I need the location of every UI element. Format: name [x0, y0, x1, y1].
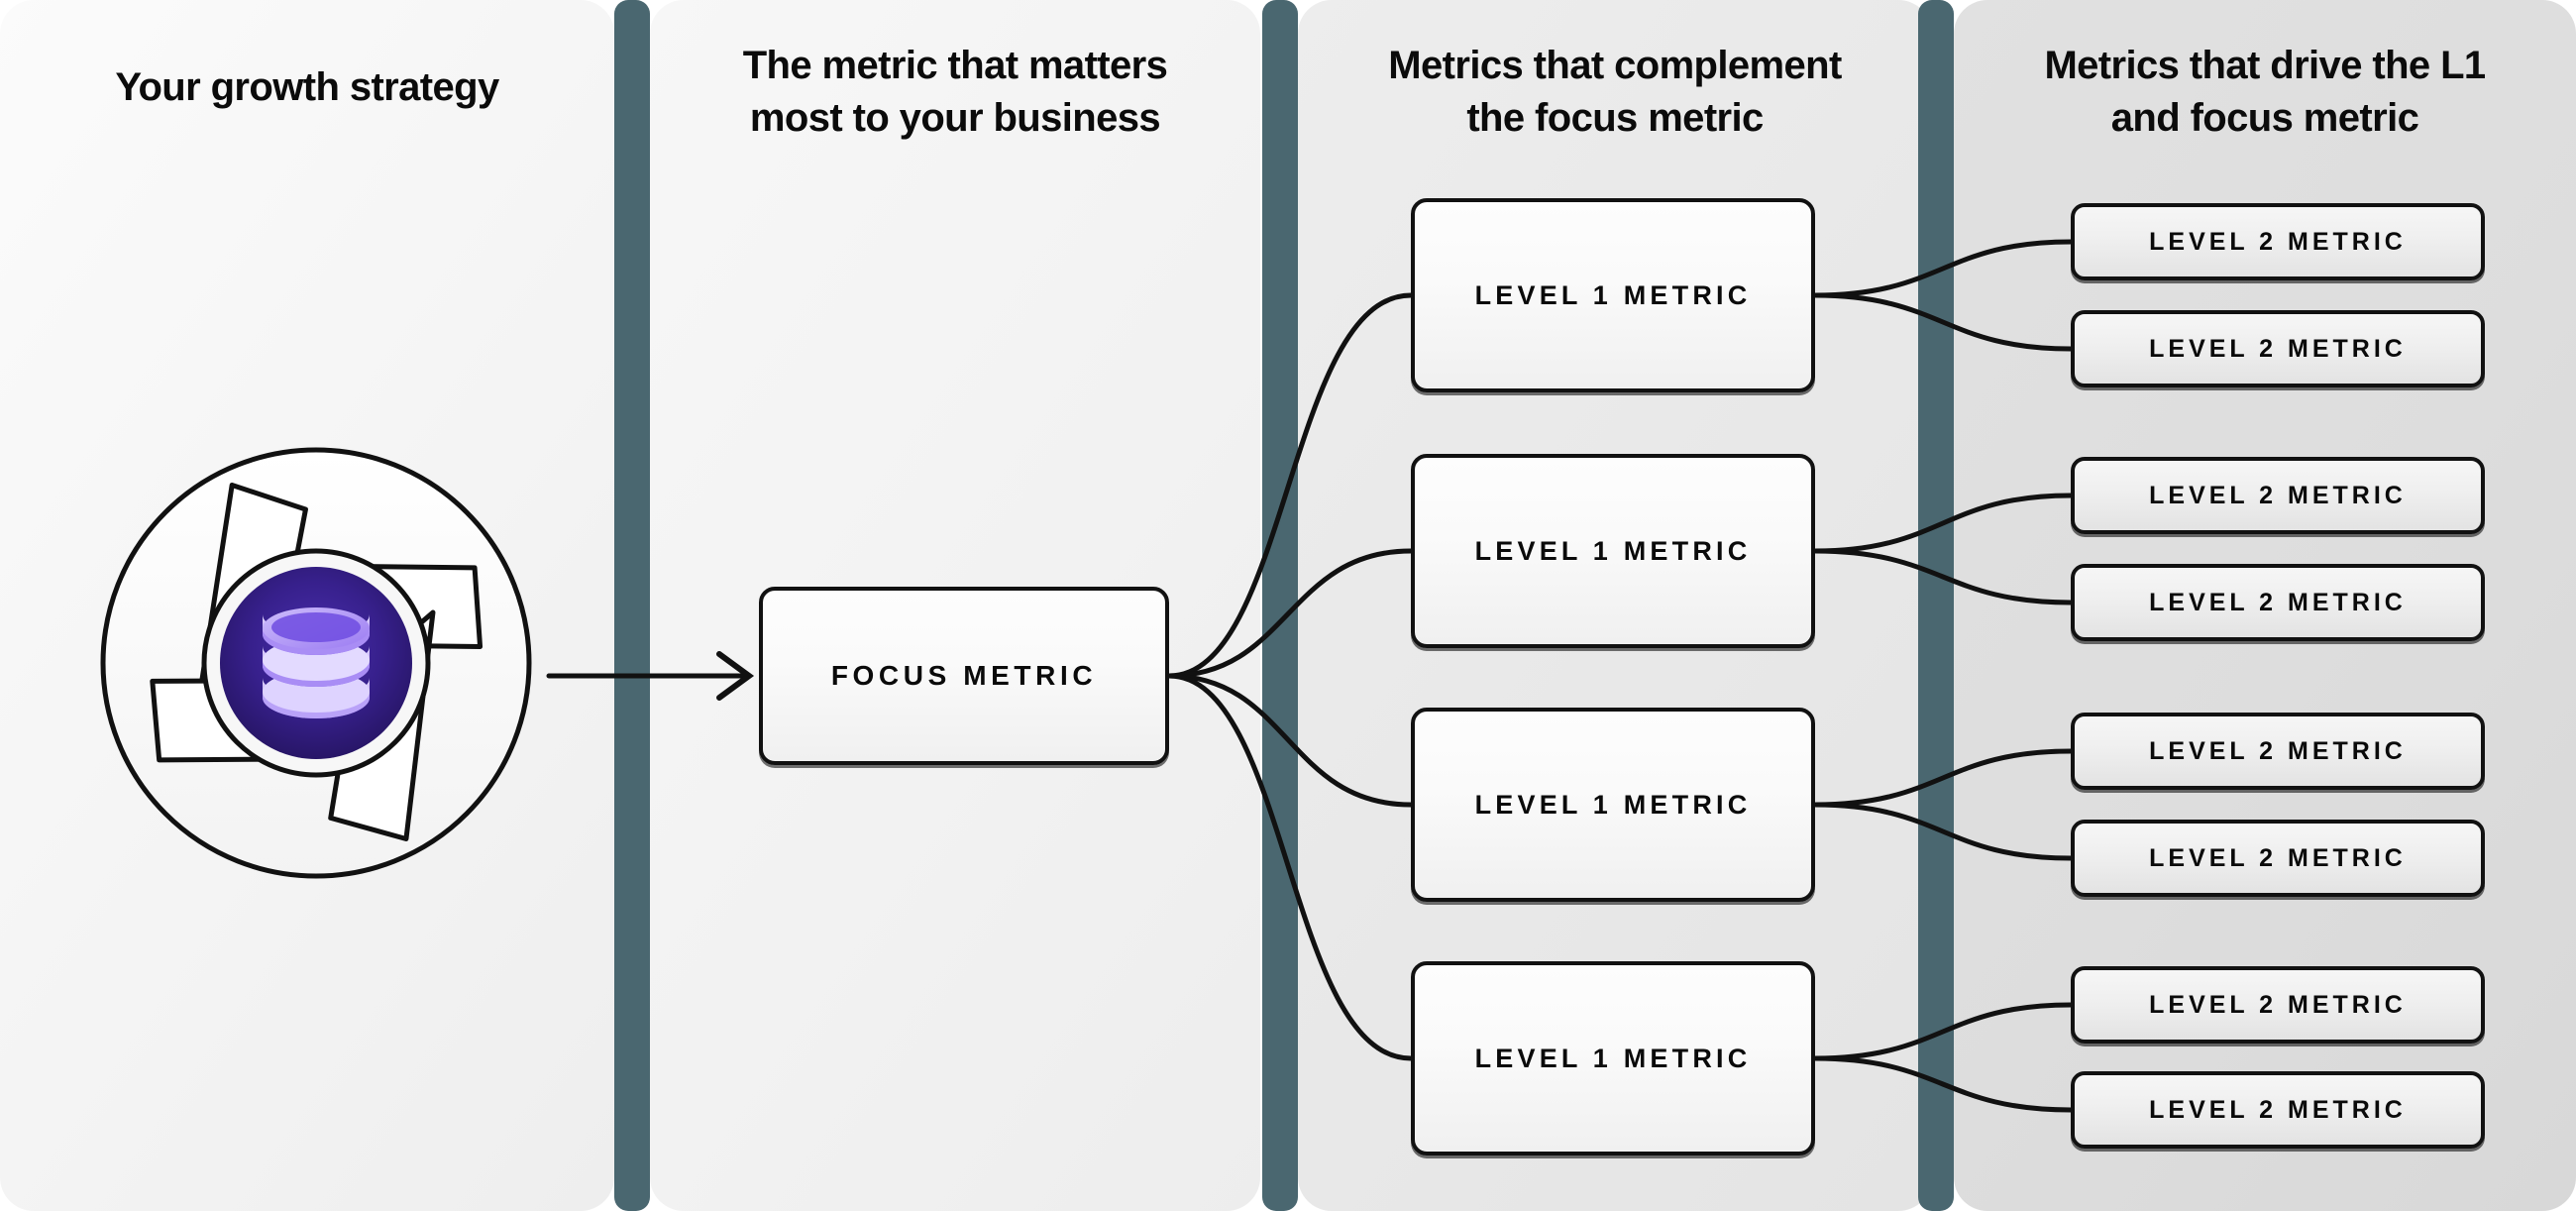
level2-metric-label: LEVEL 2 METRIC [2149, 843, 2407, 872]
level2-metric-node-8[interactable]: LEVEL 2 METRIC [2071, 1071, 2485, 1149]
column-title-strategy: Your growth strategy [115, 65, 499, 109]
level2-metric-node-3[interactable]: LEVEL 2 METRIC [2071, 457, 2485, 534]
level2-metric-label: LEVEL 2 METRIC [2149, 1095, 2407, 1124]
level1-metric-label: LEVEL 1 METRIC [1474, 1043, 1752, 1073]
level1-metric-node-1[interactable]: LEVEL 1 METRIC [1411, 198, 1815, 392]
column-title-level2: Metrics that drive the L1 and focus metr… [2044, 44, 2486, 140]
focus-metric-node[interactable]: FOCUS METRIC [759, 587, 1169, 765]
level1-metric-label: LEVEL 1 METRIC [1474, 789, 1752, 820]
level2-metric-node-7[interactable]: LEVEL 2 METRIC [2071, 966, 2485, 1044]
level2-metric-label: LEVEL 2 METRIC [2149, 481, 2407, 509]
level1-metric-label: LEVEL 1 METRIC [1474, 279, 1752, 310]
level1-metric-label: LEVEL 1 METRIC [1474, 535, 1752, 566]
level2-metric-label: LEVEL 2 METRIC [2149, 227, 2407, 256]
level2-metric-label: LEVEL 2 METRIC [2149, 990, 2407, 1019]
aperture-logo-svg [100, 447, 532, 879]
growth-strategy-aperture-logo [83, 430, 549, 896]
database-icon [263, 607, 370, 718]
column-divider-2 [1262, 0, 1298, 1211]
level2-metric-node-5[interactable]: LEVEL 2 METRIC [2071, 713, 2485, 790]
level2-metric-label: LEVEL 2 METRIC [2149, 334, 2407, 363]
focus-metric-label: FOCUS METRIC [830, 660, 1098, 691]
level1-metric-node-4[interactable]: LEVEL 1 METRIC [1411, 961, 1815, 1156]
level1-metric-node-3[interactable]: LEVEL 1 METRIC [1411, 708, 1815, 902]
level2-metric-label: LEVEL 2 METRIC [2149, 588, 2407, 616]
level2-metric-node-1[interactable]: LEVEL 2 METRIC [2071, 203, 2485, 280]
level2-metric-node-4[interactable]: LEVEL 2 METRIC [2071, 564, 2485, 641]
level1-metric-node-2[interactable]: LEVEL 1 METRIC [1411, 454, 1815, 648]
column-divider-3 [1918, 0, 1954, 1211]
level2-metric-node-2[interactable]: LEVEL 2 METRIC [2071, 310, 2485, 387]
column-title-focus: The metric that matters most to your bus… [742, 44, 1168, 140]
level2-metric-node-6[interactable]: LEVEL 2 METRIC [2071, 820, 2485, 897]
column-divider-1 [614, 0, 650, 1211]
level2-metric-label: LEVEL 2 METRIC [2149, 736, 2407, 765]
column-title-level1: Metrics that complement the focus metric [1388, 44, 1842, 140]
